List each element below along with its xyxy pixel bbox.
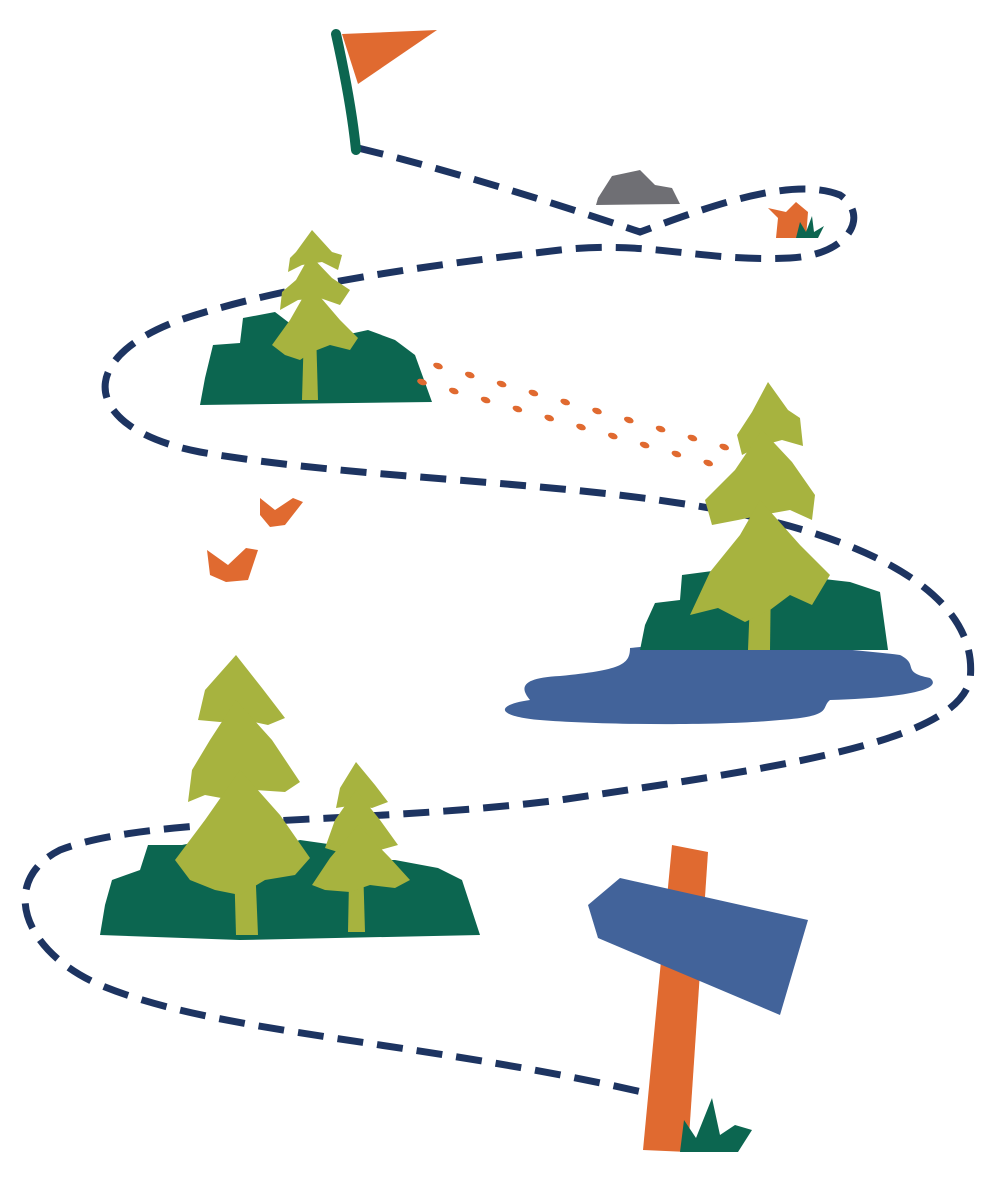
footprint bbox=[480, 396, 491, 404]
pine-tree-tier-2 bbox=[705, 430, 815, 525]
footprint bbox=[544, 414, 555, 422]
footprint bbox=[592, 407, 602, 415]
pine-tree-tier-3 bbox=[272, 285, 358, 360]
pine-tree-tier-1 bbox=[198, 655, 285, 725]
footprint bbox=[448, 387, 459, 395]
footprint bbox=[639, 441, 650, 449]
pine-tree-tier-3 bbox=[175, 770, 310, 895]
pine-tree-tier-2 bbox=[325, 790, 398, 852]
pine-tree-tier-2 bbox=[188, 700, 300, 802]
pine-tree-icon bbox=[690, 382, 830, 650]
pine-tree-tier-2 bbox=[280, 255, 350, 310]
pine-tree-icon bbox=[312, 762, 410, 932]
footprint bbox=[623, 416, 634, 424]
pine-tree-icon bbox=[175, 655, 310, 935]
flag-icon bbox=[331, 29, 437, 155]
pine-tree-tier-1 bbox=[288, 230, 342, 272]
footprint bbox=[496, 380, 507, 388]
footprint bbox=[719, 443, 730, 451]
footprint bbox=[417, 378, 427, 386]
forest-right bbox=[640, 382, 888, 650]
pine-tree-tier-1 bbox=[336, 762, 388, 808]
footprint bbox=[607, 432, 618, 440]
forest-upper-left bbox=[200, 230, 432, 405]
pond-icon bbox=[504, 644, 933, 725]
stump-icon bbox=[768, 202, 824, 238]
signpost-icon bbox=[588, 845, 808, 1152]
flag-pole bbox=[331, 29, 361, 155]
footprint bbox=[687, 434, 698, 442]
dashed-trail-path bbox=[21, 144, 975, 1099]
footprint bbox=[655, 425, 666, 433]
footprint bbox=[560, 398, 571, 406]
leaf-icon bbox=[207, 548, 258, 582]
footprint bbox=[671, 450, 682, 458]
pine-tree-tier-3 bbox=[312, 825, 410, 892]
footprint bbox=[433, 362, 443, 370]
footprint bbox=[464, 371, 475, 379]
grass-icon bbox=[680, 1098, 752, 1152]
pine-tree-icon bbox=[272, 230, 358, 400]
pine-tree-tier-1 bbox=[737, 382, 803, 455]
grass-icon bbox=[796, 216, 824, 238]
flag-cloth bbox=[342, 30, 437, 84]
forest-lower-left bbox=[100, 655, 480, 940]
footprint bbox=[512, 405, 523, 413]
signpost-board bbox=[588, 878, 808, 1015]
leaf-icon bbox=[260, 498, 303, 527]
footprints-icon bbox=[417, 362, 761, 476]
pine-tree-tier-3 bbox=[690, 500, 830, 622]
footprint bbox=[528, 389, 539, 397]
footprint bbox=[576, 423, 586, 431]
rock-icon bbox=[596, 170, 680, 205]
footprint bbox=[703, 459, 714, 467]
stump-body bbox=[768, 202, 808, 238]
